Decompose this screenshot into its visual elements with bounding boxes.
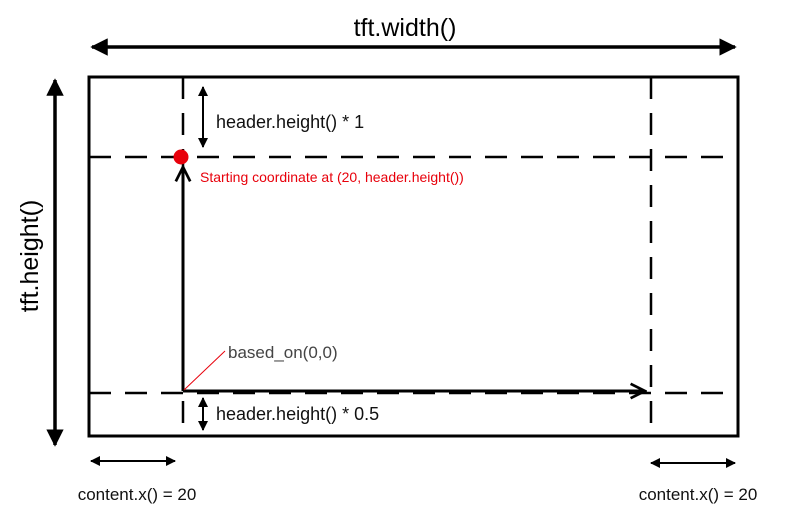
header-bottom-label: header.height() * 0.5 <box>216 404 379 424</box>
guides <box>89 77 738 436</box>
based-on-label: based_on(0,0) <box>228 343 338 362</box>
start-point <box>173 149 189 165</box>
height-label: tft.height() <box>16 200 44 313</box>
content-left-label: content.x() = 20 <box>78 485 197 504</box>
content-right-label: content.x() = 20 <box>639 485 758 504</box>
header-top-label: header.height() * 1 <box>216 112 364 132</box>
width-label: tft.width() <box>354 14 457 42</box>
screen-rect <box>87 75 740 438</box>
start-label: Starting coordinate at (20, header.heigh… <box>200 169 464 185</box>
based-on-leader <box>183 350 226 391</box>
